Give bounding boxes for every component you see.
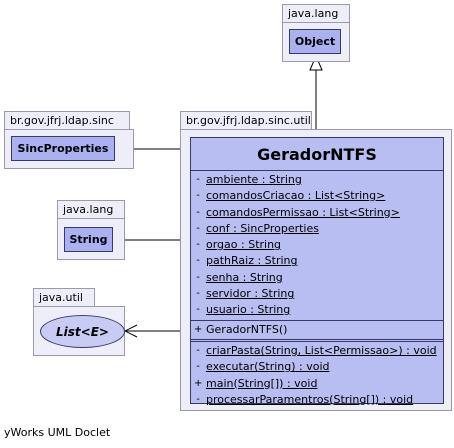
class-string[interactable]: String bbox=[64, 227, 113, 252]
attribute-row: -conf : SincProperties bbox=[191, 221, 443, 237]
class-geradorntfs[interactable]: GeradorNTFS -ambiente : String -comandos… bbox=[190, 137, 444, 406]
attribute-text: comandosCriacao : List<String> bbox=[206, 189, 386, 203]
visibility-marker: - bbox=[196, 288, 200, 300]
attribute-row: -comandosCriacao : List<String> bbox=[191, 188, 443, 204]
method-row: +main(String[]) : void bbox=[191, 376, 443, 392]
method-row: -criarPasta(String, List<Permissao>) : v… bbox=[191, 343, 443, 359]
attribute-text: ambiente : String bbox=[206, 173, 302, 186]
class-sincproperties[interactable]: SincProperties bbox=[11, 136, 115, 161]
attribute-row: -comandosPermissao : List<String> bbox=[191, 205, 443, 221]
class-title: GeradorNTFS bbox=[191, 138, 443, 171]
attribute-text: senha : String bbox=[206, 270, 283, 284]
visibility-marker: + bbox=[194, 377, 203, 389]
visibility-marker: + bbox=[194, 323, 203, 335]
attribute-text: comandosPermissao : List<String> bbox=[206, 205, 400, 219]
attribute-text: usuario : String bbox=[206, 303, 291, 317]
methods-section: -criarPasta(String, List<Permissao>) : v… bbox=[191, 342, 443, 409]
visibility-marker: - bbox=[196, 206, 200, 218]
attribute-text: servidor : String bbox=[206, 287, 295, 301]
attribute-row: -orgao : String bbox=[191, 237, 443, 253]
visibility-marker: - bbox=[196, 271, 200, 283]
visibility-marker: - bbox=[196, 393, 200, 405]
attribute-row: -pathRaiz : String bbox=[191, 253, 443, 269]
method-text: processarParamentros(String[]) : void bbox=[206, 392, 414, 406]
attribute-text: pathRaiz : String bbox=[206, 254, 298, 268]
attribute-row: -servidor : String bbox=[191, 286, 443, 302]
attribute-text: orgao : String bbox=[206, 238, 282, 252]
constructor-row: +GeradorNTFS() bbox=[191, 322, 443, 338]
method-row: -processarParamentros(String[]) : void bbox=[191, 392, 443, 408]
visibility-marker: - bbox=[196, 304, 200, 316]
association-arrowhead-list bbox=[123, 324, 138, 338]
visibility-marker: - bbox=[196, 239, 200, 251]
attribute-text: conf : SincProperties bbox=[206, 221, 319, 235]
package-tab-sinc: br.gov.jfrj.ldap.sinc bbox=[4, 111, 130, 130]
attribute-row: -usuario : String bbox=[191, 302, 443, 318]
package-tab-java-lang: java.lang bbox=[282, 4, 350, 23]
visibility-marker: - bbox=[196, 361, 200, 373]
inheritance-arrowhead bbox=[309, 54, 323, 71]
visibility-marker: - bbox=[196, 174, 200, 185]
attribute-row: -ambiente : String bbox=[191, 172, 443, 188]
package-tab-java-lang-2: java.lang bbox=[57, 200, 125, 219]
constructor-text: GeradorNTFS() bbox=[206, 322, 288, 336]
constructors-section: +GeradorNTFS() bbox=[191, 321, 443, 342]
visibility-marker: - bbox=[196, 222, 200, 234]
method-row: -executar(String) : void bbox=[191, 359, 443, 375]
visibility-marker: - bbox=[196, 255, 200, 267]
package-tab-java-util: java.util bbox=[33, 288, 95, 307]
method-text: executar(String) : void bbox=[206, 360, 330, 374]
visibility-marker: - bbox=[196, 190, 200, 202]
package-tab-sinc-util: br.gov.jfrj.ldap.sinc.util bbox=[180, 111, 312, 130]
attributes-section: -ambiente : String -comandosCriacao : Li… bbox=[191, 171, 443, 321]
class-object[interactable]: Object bbox=[289, 29, 341, 54]
interface-list[interactable]: List<E> bbox=[40, 315, 125, 348]
visibility-marker: - bbox=[196, 344, 200, 356]
method-text: criarPasta(String, List<Permissao>) : vo… bbox=[206, 343, 437, 357]
attribute-row: -senha : String bbox=[191, 270, 443, 286]
footer-credit: yWorks UML Doclet bbox=[4, 426, 111, 439]
method-text: main(String[]) : void bbox=[206, 376, 318, 390]
